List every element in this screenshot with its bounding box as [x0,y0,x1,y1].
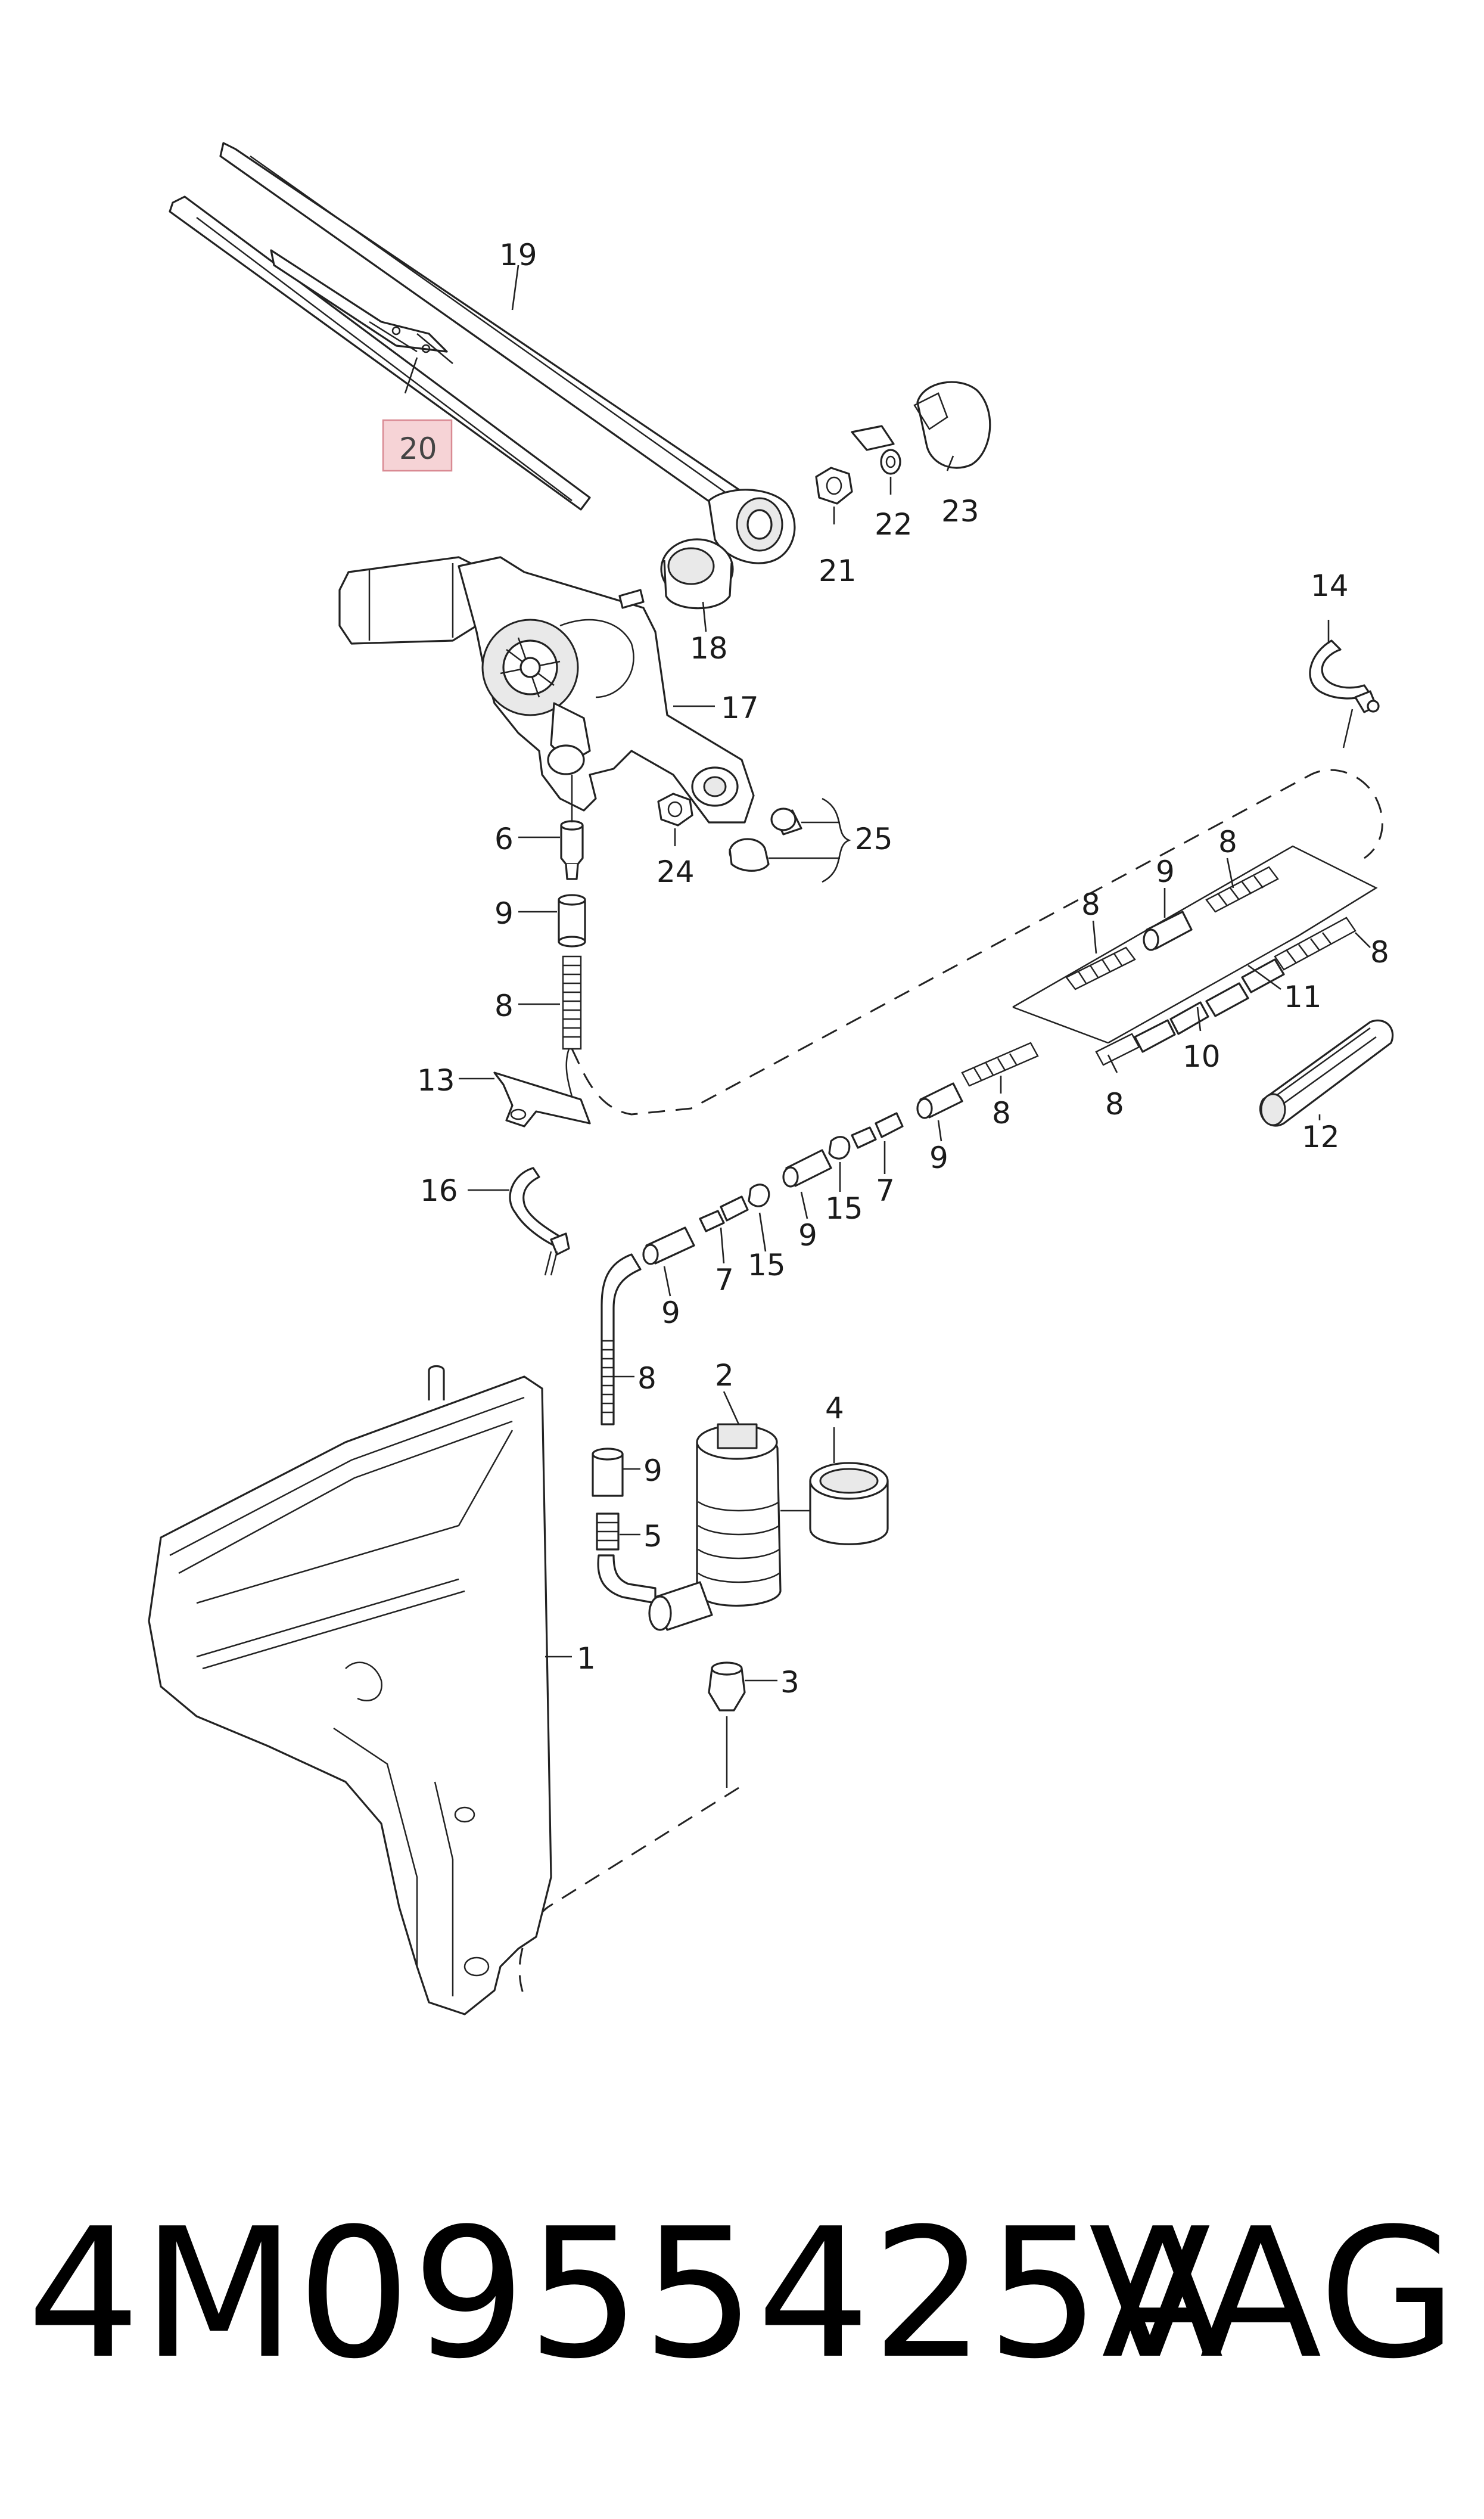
hose-8-top [562,955,582,1097]
sleeve-12 [1259,1019,1394,1127]
callout-7-right[interactable]: 7 [876,1173,895,1208]
callout-3[interactable]: 3 [780,1665,799,1700]
callout-23[interactable]: 23 [941,494,979,529]
callout-8-vertical[interactable]: 8 [637,1361,657,1396]
callout-16[interactable]: 16 [420,1173,458,1208]
callout-8-right[interactable]: 8 [1370,935,1389,970]
callout-9-top[interactable]: 9 [494,896,514,931]
cap-23 [851,381,991,469]
inset-panel [1012,845,1378,1044]
bolt-set-25 [729,807,802,872]
callout-2[interactable]: 2 [715,1358,734,1393]
cable-tie-14 [1309,639,1380,748]
callout-18[interactable]: 18 [690,631,728,666]
callout-8-inset-bottom[interactable]: 8 [1105,1087,1124,1122]
callout-7-center[interactable]: 7 [715,1263,734,1297]
callout-8-lower[interactable]: 8 [992,1096,1011,1130]
ring-4 [809,1462,889,1545]
cable-tie-16 [509,1167,570,1276]
grommet-3 [708,1661,746,1788]
callout-8-mid[interactable]: 8 [1081,887,1100,922]
hose-vertical [592,1253,657,1604]
callout-11[interactable]: 11 [1284,980,1322,1014]
callout-5[interactable]: 5 [643,1519,662,1554]
hose-chain-lower [642,1042,1039,1265]
callout-9-bottom[interactable]: 9 [643,1453,662,1488]
callout-20[interactable]: 20 [399,431,437,466]
callout-14[interactable]: 14 [1311,569,1349,603]
grommet-18 [660,538,734,610]
callout-6[interactable]: 6 [494,822,514,856]
callout-9-left[interactable]: 9 [661,1296,680,1330]
washer-pump-2 [648,1423,782,1631]
callout-labels: 19 20 23 22 21 18 14 17 6 24 25 9 8 13 8… [382,238,1389,1700]
callout-8-upper-right[interactable]: 8 [1218,825,1237,859]
callout-9-lower-right[interactable]: 9 [929,1141,948,1175]
routing-dashed-line [518,769,1383,1997]
washer-reservoir-1 [148,1365,552,2015]
part-number: 4M0955425A [27,2190,1225,2398]
nut-21 [815,467,853,505]
callout-24[interactable]: 24 [657,855,695,889]
washer-22 [880,449,901,475]
callout-8-top[interactable]: 8 [494,989,514,1023]
callout-21[interactable]: 21 [819,554,857,588]
connector-9-top [558,894,586,948]
callout-12[interactable]: 12 [1302,1120,1340,1154]
callout-15-center[interactable]: 15 [748,1248,786,1282]
brand-name: VAG [1088,2190,1457,2398]
callout-9-center[interactable]: 9 [798,1218,817,1253]
callout-22[interactable]: 22 [875,507,913,542]
leader-lines [404,265,1371,1682]
bracket-13 [493,1071,591,1128]
hose-chain-right [1065,866,1357,1066]
wiper-arm [219,142,796,564]
callout-19[interactable]: 19 [499,238,537,272]
highlight-box-20 [382,419,453,472]
nozzle-6 [560,775,584,880]
callout-17[interactable]: 17 [721,691,759,725]
wiper-blade [169,195,591,511]
callout-25[interactable]: 25 [855,822,893,856]
exploded-parts-diagram: 19 20 23 22 21 18 14 17 6 24 25 9 8 13 8… [148,142,1394,2015]
callout-1[interactable]: 1 [577,1641,596,1676]
wiper-motor [338,556,755,824]
callout-10[interactable]: 10 [1183,1039,1221,1074]
nut-24 [657,793,693,827]
callout-4[interactable]: 4 [825,1391,844,1425]
callout-13[interactable]: 13 [417,1063,455,1098]
callout-9-mid[interactable]: 9 [1156,855,1175,889]
callout-15-right[interactable]: 15 [825,1191,863,1226]
